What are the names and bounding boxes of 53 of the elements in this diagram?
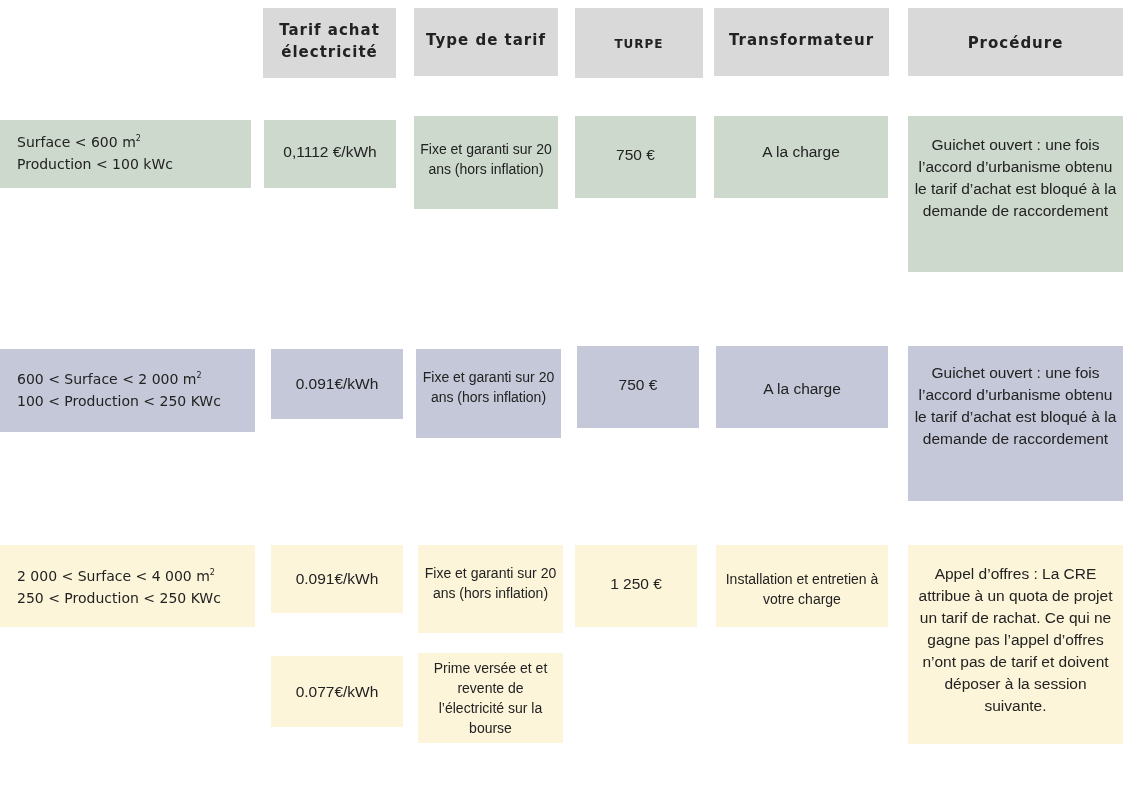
cell-text: 750 € xyxy=(616,145,655,165)
procedure-text: Appel d’offres : La CRE attribue à un quota de projet un tarif de rachat. Ce qui ne gagne pas l’appel d’offres n’ont pas de tarif et doivent déposer à la session suivante. xyxy=(917,564,1114,716)
header-box xyxy=(714,8,889,76)
cell-text: 1 250 € xyxy=(610,574,662,594)
header-box xyxy=(575,8,703,78)
range-text: Production < 100 kWc xyxy=(17,154,173,174)
range-text: 100 < Production < 250 KWc xyxy=(17,391,221,411)
table-cell-box xyxy=(0,120,251,188)
cell-text: 0,1112 €/kWh xyxy=(283,142,377,162)
procedure-text: Guichet ouvert : une fois l’accord d’urbanisme obtenu le tarif d’achat est bloqué à la demande de raccordement xyxy=(914,363,1117,449)
table-cell-box xyxy=(716,545,888,627)
cell-text: Fixe et garanti sur 20 ans (hors inflation) xyxy=(422,368,555,407)
table-cell-box xyxy=(264,120,396,188)
table-cell-box xyxy=(716,346,888,428)
cell-text: 0.077€/kWh xyxy=(295,682,379,702)
table-cell-box xyxy=(0,545,255,627)
table-cell-box xyxy=(271,656,403,727)
header-box xyxy=(908,8,1123,76)
table-cell-box xyxy=(908,545,1123,744)
column-header: Procédure xyxy=(967,33,1064,54)
cell-text: 0.091€/kWh xyxy=(295,569,379,589)
cell-text: A la charge xyxy=(762,142,840,162)
range-text: 2 000 < Surface < 4 000 m$^{2}$ xyxy=(17,566,215,586)
range-text: 250 < Production < 250 KWc xyxy=(17,588,221,608)
table-cell-box xyxy=(271,545,403,613)
header-box xyxy=(263,8,396,78)
table-cell-box xyxy=(416,349,561,438)
table-cell-box xyxy=(414,116,558,209)
range-text: Surface < 600 m$^{2}$ xyxy=(17,132,141,152)
table-cell-box xyxy=(271,349,403,419)
table-cell-box xyxy=(908,116,1123,272)
cell-text: Installation et entretien à votre charge xyxy=(724,570,880,609)
column-header: TURPE xyxy=(614,36,664,53)
table-cell-box xyxy=(0,349,255,432)
cell-text: 750 € xyxy=(618,375,658,395)
cell-text: A la charge xyxy=(763,379,841,399)
table-cell-box xyxy=(714,116,888,198)
column-header: Transformateur xyxy=(728,30,875,51)
cell-text: 0.091€/kWh xyxy=(295,374,379,394)
header-box xyxy=(414,8,558,76)
procedure-text: Guichet ouvert : une fois l’accord d’urbanisme obtenu le tarif d’achat est bloqué à la demande de raccordement xyxy=(914,135,1117,221)
cell-text: Fixe et garanti sur 20 ans (hors inflation) xyxy=(424,564,557,603)
column-header: Tarif achat électricité xyxy=(278,20,381,63)
range-text: 600 < Surface < 2 000 m$^{2}$ xyxy=(17,369,202,389)
cell-text: Prime versée et et revente de l’électricité sur la bourse xyxy=(432,659,549,738)
table-cell-box xyxy=(418,653,563,743)
table-cell-box xyxy=(418,545,563,633)
table-cell-box xyxy=(908,346,1123,501)
table-cell-box xyxy=(575,116,696,198)
column-header: Type de tarif xyxy=(426,30,546,51)
table-cell-box xyxy=(577,346,699,428)
table-cell-box xyxy=(575,545,697,627)
cell-text: Fixe et garanti sur 20 ans (hors inflation) xyxy=(420,140,552,179)
